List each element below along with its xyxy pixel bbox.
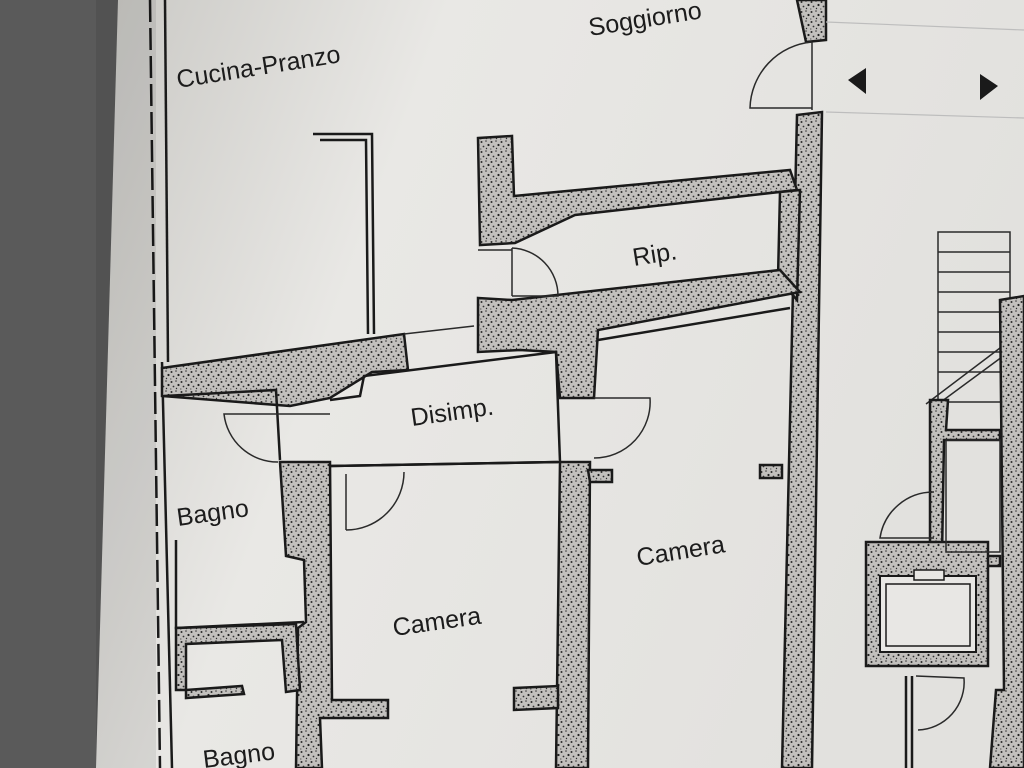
room-label-ripostiglio: Rip.: [631, 237, 679, 272]
stair-area: [825, 21, 1024, 768]
doors: [223, 41, 813, 531]
property-boundary: [148, 0, 162, 768]
arrow-right-icon: [980, 74, 998, 100]
arrow-left-icon: [848, 68, 866, 94]
paper-shadow: [96, 0, 156, 768]
walls: [160, 0, 828, 768]
